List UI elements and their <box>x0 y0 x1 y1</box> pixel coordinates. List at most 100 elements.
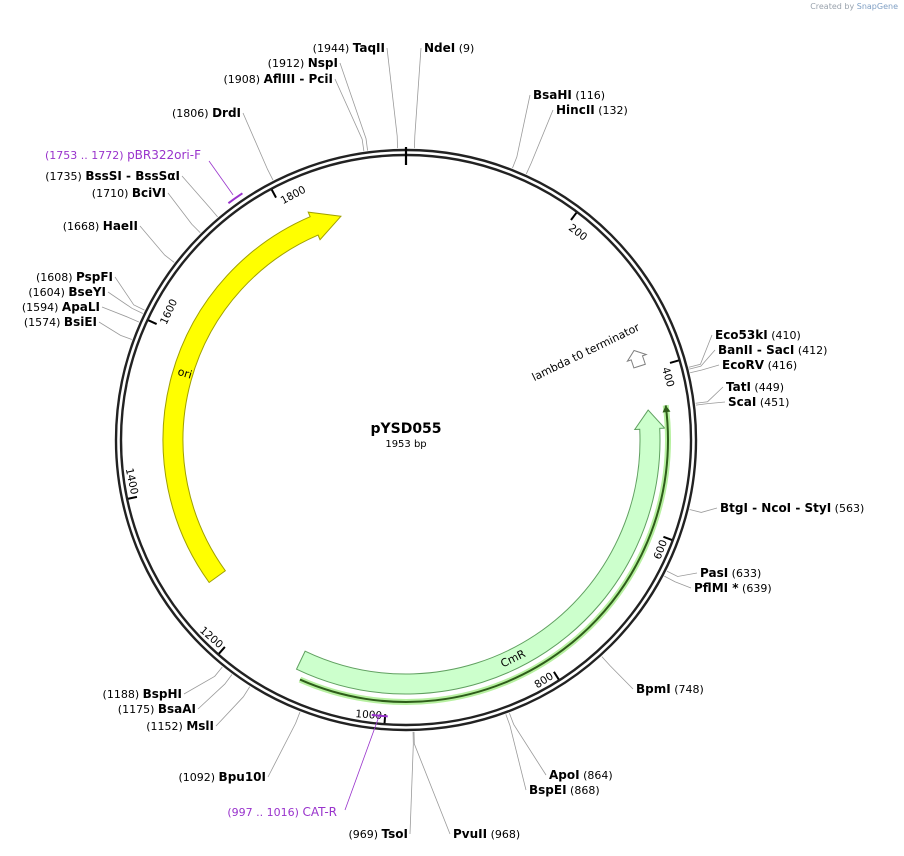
site-ndei[interactable]: NdeI (9) <box>414 41 474 149</box>
site-position: (132) <box>595 104 628 117</box>
site-enzyme-name: StyI <box>805 501 832 515</box>
primer-bar <box>371 713 388 718</box>
site-enzyme-name: NspI <box>308 56 338 70</box>
site-label: ApoI (864) <box>549 768 613 782</box>
cmr-feature-arrow[interactable] <box>295 409 666 695</box>
site-leader-line <box>197 674 233 710</box>
credit-prefix: Created by <box>810 2 855 11</box>
ori-label: ori <box>176 365 193 382</box>
site-position: (9) <box>455 42 474 55</box>
site-pasi[interactable]: PasI (633) <box>666 566 761 580</box>
tick-mark <box>127 495 138 500</box>
site-enzyme-name: BspEI <box>529 783 567 797</box>
site-pvuii[interactable]: PvuII (968) <box>413 731 520 841</box>
site-scai[interactable]: ScaI (451) <box>695 395 790 409</box>
site-bsphi[interactable]: (1188) BspHI <box>103 666 223 701</box>
site-bsaai[interactable]: (1175) BsaAI <box>118 674 233 716</box>
site-position: (639) <box>739 582 772 595</box>
site-label: PflMI * (639) <box>694 581 772 595</box>
site-enzyme-name: MslI <box>186 719 214 733</box>
site-enzyme-name: SacI <box>766 343 794 357</box>
site-label: BsaHI (116) <box>533 88 605 102</box>
site-drdi[interactable]: (1806) DrdI <box>172 106 274 181</box>
site-tati[interactable]: TatI (449) <box>695 380 784 404</box>
restriction-sites: (1944) TaqII NdeI (9) (1912) NspI(1908) Af… <box>22 41 864 841</box>
site-afliii[interactable]: (1908) AflIII - PciI <box>224 72 365 152</box>
site-leader-line <box>386 47 398 149</box>
site-bpmi[interactable]: BpmI (748) <box>601 656 704 696</box>
site-enzyme-name: ApoI <box>549 768 580 782</box>
site-pflmi[interactable]: PflMI * (639) <box>664 575 772 595</box>
site-leader-line <box>167 192 201 234</box>
site-label: (1175) BsaAI <box>118 702 196 716</box>
site-position: (1188) <box>103 688 143 701</box>
site-position: (1735) <box>45 170 85 183</box>
terminator-label: lambda t0 terminator <box>530 321 642 384</box>
site-enzyme-name: PflMI * <box>694 581 739 595</box>
primer-pbr322ori-f[interactable]: (1753 .. 1772) pBR322ori-F <box>45 148 243 204</box>
site-enzyme-name: BciVI <box>132 186 166 200</box>
site-leader-line <box>114 276 145 311</box>
site-enzyme-name: TsoI <box>382 827 408 841</box>
site-btgi[interactable]: BtgI - NcoI - StyI (563) <box>689 501 865 515</box>
site-taqii[interactable]: (1944) TaqII <box>313 41 398 149</box>
site-leader-line <box>509 712 547 776</box>
tick-label: 600 <box>652 538 670 561</box>
site-msli[interactable]: (1152) MslI <box>146 686 251 733</box>
site-leader-line <box>107 291 143 314</box>
site-enzyme-name: BtgI <box>720 501 748 515</box>
site-bpu10i[interactable]: (1092) Bpu10I <box>178 711 301 784</box>
site-ecorv[interactable]: EcoRV (416) <box>690 358 797 374</box>
site-eco53ki[interactable]: Eco53kI (410) <box>688 328 801 368</box>
site-position: (748) <box>671 683 704 696</box>
site-position: (116) <box>572 89 605 102</box>
site-bspei[interactable]: BspEI (868) <box>505 714 600 797</box>
map-center: pYSD055 1953 bp <box>370 421 441 450</box>
primer-range: (997 .. 1016) <box>227 806 302 819</box>
site-bseyi[interactable]: (1604) BseYI <box>28 285 143 314</box>
site-leader-line <box>139 225 175 263</box>
site-position: (1594) <box>22 301 62 314</box>
site-label: BtgI - NcoI - StyI (563) <box>720 501 864 515</box>
site-banii[interactable]: BanII - SacI (412) <box>689 343 827 370</box>
terminator-feature-arrow[interactable] <box>626 349 648 369</box>
site-leader-line <box>666 570 698 577</box>
site-enzyme-name: NdeI <box>424 41 455 55</box>
site-hincii[interactable]: HincII (132) <box>525 103 628 175</box>
site-apali[interactable]: (1594) ApaLI <box>22 300 140 323</box>
site-haeii[interactable]: (1668) HaeII <box>63 219 175 263</box>
site-separator: - <box>753 343 766 357</box>
site-enzyme-name: BpmI <box>636 682 671 696</box>
site-tsoi[interactable]: (969) TsoI <box>348 731 414 841</box>
orf-line[interactable] <box>299 405 669 703</box>
site-leader-line <box>181 175 218 218</box>
site-leader-line <box>695 401 726 406</box>
site-enzyme-name: ScaI <box>728 395 756 409</box>
site-enzyme-name: PspFI <box>76 270 113 284</box>
site-position: (1152) <box>146 720 186 733</box>
site-position: (968) <box>487 828 520 841</box>
site-label: (1604) BseYI <box>28 285 106 299</box>
site-enzyme-name: DrdI <box>212 106 241 120</box>
site-bsssi[interactable]: (1735) BssSI - BssSαI <box>45 169 218 218</box>
site-enzyme-name: HincII <box>556 103 595 117</box>
site-leader-line <box>505 714 527 791</box>
site-apoi[interactable]: ApoI (864) <box>509 712 613 782</box>
site-leader-line <box>525 109 554 175</box>
primer-cat-r[interactable]: (997 .. 1016) CAT-R <box>227 713 388 819</box>
site-position: (1944) <box>313 42 353 55</box>
tick-mark <box>553 671 560 680</box>
site-position: (412) <box>794 344 827 357</box>
site-position: (1092) <box>178 771 218 784</box>
site-bsiei[interactable]: (1574) BsiEI <box>24 315 132 340</box>
site-pspfi[interactable]: (1608) PspFI <box>36 270 145 311</box>
site-bcivi[interactable]: (1710) BciVI <box>92 186 201 234</box>
site-leader-line <box>690 364 720 374</box>
ori-feature-arrow[interactable] <box>162 211 342 584</box>
tick-mark <box>148 319 158 325</box>
site-position: (416) <box>764 359 797 372</box>
site-nspi[interactable]: (1912) NspI <box>268 56 368 151</box>
site-label: TatI (449) <box>726 380 784 394</box>
site-bsahi[interactable]: BsaHI (116) <box>512 88 605 169</box>
site-enzyme-name: BssSI <box>85 169 122 183</box>
